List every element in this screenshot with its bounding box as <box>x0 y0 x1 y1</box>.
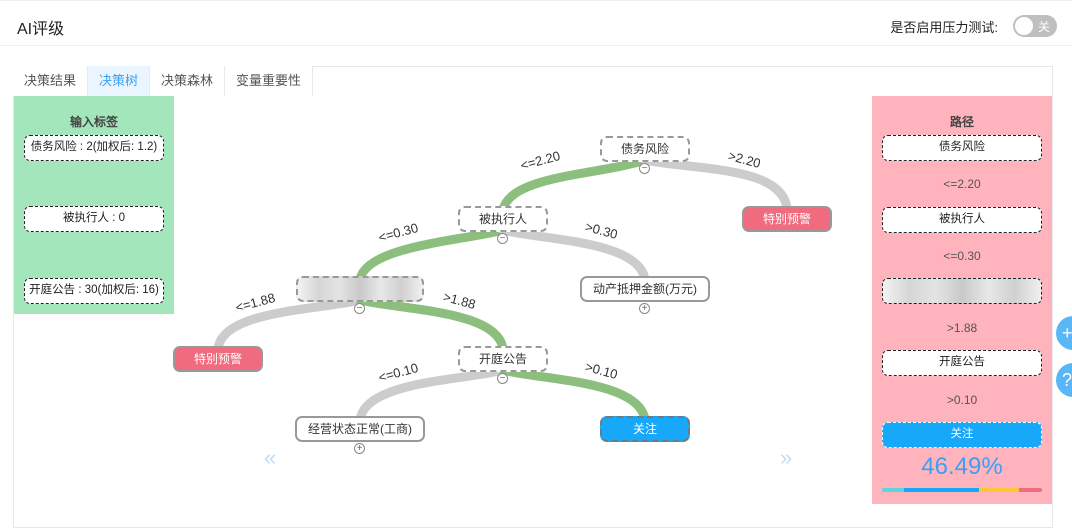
tree-node-debt-risk[interactable]: 债务风险 <box>600 136 690 162</box>
tab-decision-result[interactable]: 决策结果 <box>13 66 89 96</box>
edge-n4-n5 <box>355 365 508 425</box>
bar-segment <box>978 488 1019 492</box>
path-condition: <=0.30 <box>943 249 981 263</box>
tree-leaf-special-warning[interactable]: 特别预警 <box>173 346 263 372</box>
tree-node-chattel-mortgage[interactable]: 动产抵押金额(万元) <box>580 276 710 302</box>
edge-root-n1 <box>498 155 650 215</box>
expand-icon[interactable]: + <box>639 303 650 314</box>
path-condition: <=2.20 <box>943 177 981 191</box>
collapse-icon[interactable]: − <box>354 303 365 314</box>
header: AI评级 是否启用压力测试: 关 <box>0 0 1072 46</box>
tab-decision-forest[interactable]: 决策森林 <box>150 66 226 96</box>
page-title: AI评级 <box>17 21 65 38</box>
tree-leaf-attention[interactable]: 关注 <box>600 416 690 442</box>
float-button-1[interactable]: + <box>1056 316 1072 350</box>
tree-node-business-status[interactable]: 经营状态正常(工商) <box>295 416 425 442</box>
prev-arrow-icon[interactable]: « <box>264 445 277 470</box>
tree-leaf-special-warning[interactable]: 特别预警 <box>742 206 832 232</box>
collapse-icon[interactable]: − <box>639 163 650 174</box>
toggle-knob <box>1015 17 1033 35</box>
edge-n2-n4 <box>355 295 508 355</box>
tree-node-executed-person[interactable]: 被执行人 <box>458 206 548 232</box>
path-condition: >1.88 <box>946 321 978 335</box>
path-step: 债务风险 <box>882 135 1042 161</box>
path-step: 开庭公告 <box>882 350 1042 376</box>
tree-node-court-notice[interactable]: 开庭公告 <box>458 346 548 372</box>
input-label: 开庭公告 : 30(加权后: 16) <box>24 278 164 304</box>
bar-segment <box>1018 488 1042 492</box>
expand-icon[interactable]: + <box>354 443 365 454</box>
tree-node-blurred[interactable] <box>296 276 424 302</box>
collapse-icon[interactable]: − <box>497 233 508 244</box>
stress-test-toggle[interactable]: 关 <box>1013 15 1057 37</box>
input-label: 被执行人 : 0 <box>24 206 164 232</box>
edge-n2-warn <box>213 295 365 355</box>
edge-n1-n2 <box>355 225 508 285</box>
stress-test-label: 是否启用压力测试: <box>890 20 998 35</box>
toggle-label: 关 <box>1037 20 1050 34</box>
tab-bar: 决策结果 决策树 决策森林 变量重要性 <box>13 66 314 96</box>
path-title: 路径 <box>949 115 974 129</box>
edge-root-warn <box>640 155 792 215</box>
collapse-icon[interactable]: − <box>497 373 508 384</box>
path-result: 关注 <box>882 422 1042 448</box>
path-panel: 路径 债务风险 <=2.20 被执行人 <=0.30 >1.88 开庭公告 >0… <box>872 96 1052 504</box>
input-labels-panel: 输入标签 债务风险 : 2(加权后: 1.2) 被执行人 : 0 开庭公告 : … <box>14 96 174 314</box>
path-step-blurred <box>882 278 1042 304</box>
probability-value: 46.49% <box>921 453 1003 480</box>
edge-n1-n3 <box>498 225 650 285</box>
tab-variable-importance[interactable]: 变量重要性 <box>225 66 314 96</box>
path-condition: >0.10 <box>946 393 978 407</box>
float-button-2[interactable]: ? <box>1056 363 1072 397</box>
next-arrow-icon[interactable]: » <box>780 445 793 470</box>
input-labels-title: 输入标签 <box>69 115 118 129</box>
tab-decision-tree[interactable]: 决策树 <box>88 66 151 96</box>
probability-bar <box>882 488 1042 492</box>
input-label: 债务风险 : 2(加权后: 1.2) <box>24 135 164 161</box>
bar-segment <box>904 488 979 492</box>
path-step: 被执行人 <box>882 207 1042 233</box>
edge-n4-leaf <box>498 365 650 425</box>
bar-segment <box>882 488 905 492</box>
